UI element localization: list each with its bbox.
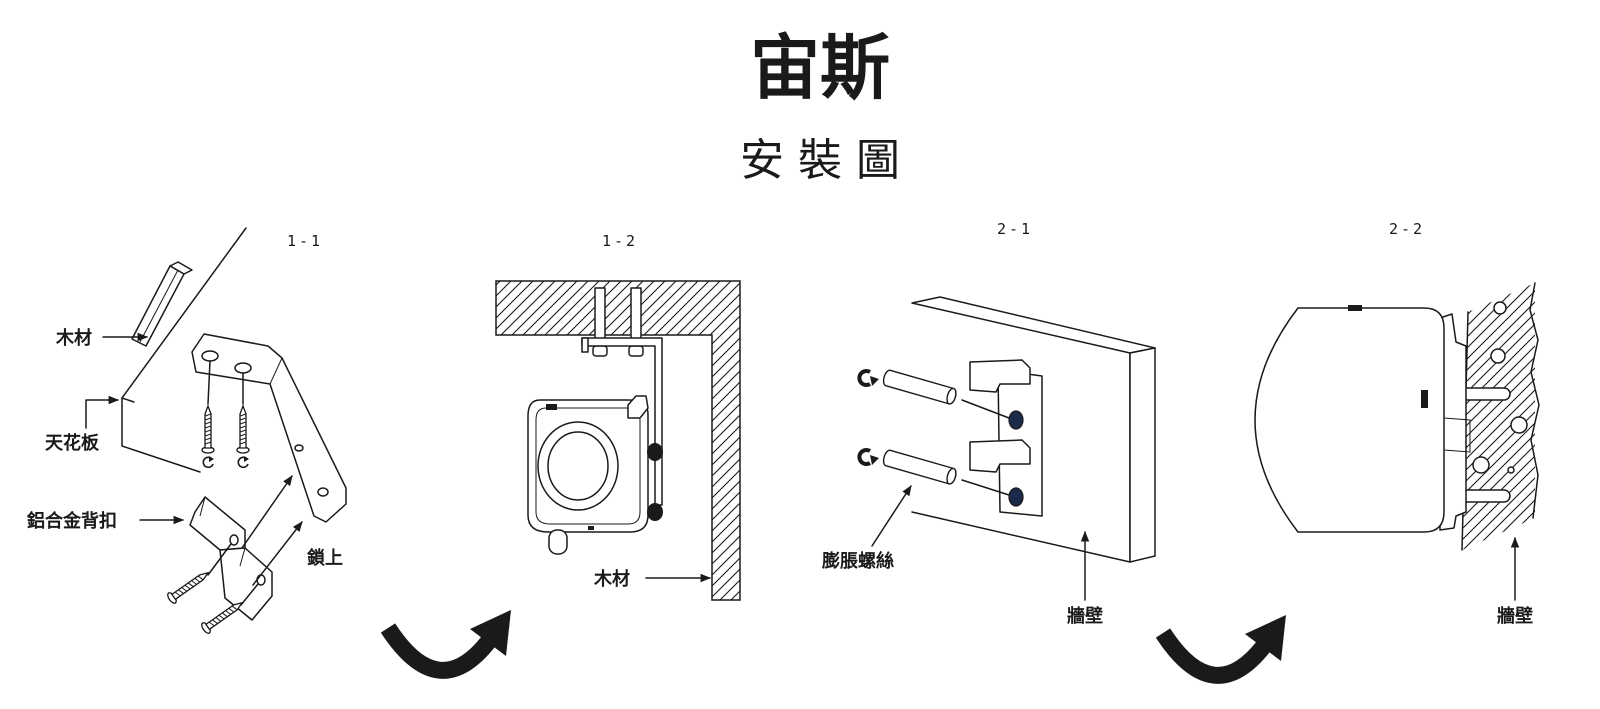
anchor-hole [1008, 487, 1024, 507]
mount-knob [647, 503, 663, 521]
aluminum-back-clip [189, 496, 273, 621]
ceiling-slab-edge [121, 397, 135, 403]
ceiling-pointer-arrow [85, 395, 120, 429]
wood-block-face [131, 265, 185, 347]
wood-label: 木材 [593, 568, 630, 590]
page-title: 宙斯 [750, 27, 890, 109]
bracket-hole [294, 444, 304, 452]
cassette-mark [588, 526, 594, 530]
wall-label: 牆壁 [1497, 605, 1533, 627]
lock-label: 鎖上 [307, 547, 343, 569]
screw-icon [165, 567, 213, 606]
wall-section [1461, 282, 1540, 551]
bracket-plate [191, 333, 347, 523]
lock-arrow [241, 475, 293, 549]
guide-line [207, 360, 211, 405]
aluminum-clip-label: 鋁合金背扣 [27, 510, 117, 532]
wall-aggregate [1490, 348, 1506, 364]
guide-line [961, 399, 1010, 419]
arrow-shaft [1155, 628, 1270, 684]
panel-1-2: 1-2 木材 [495, 232, 741, 601]
arrow-head [1245, 615, 1286, 661]
guide-line [240, 583, 259, 606]
bracket-hook [1443, 417, 1471, 453]
anchor-pointer-arrow [871, 485, 912, 547]
cassette-body [1254, 307, 1445, 533]
page-subtitle: 安裝圖 [740, 135, 914, 186]
ceiling-label: 天花板 [45, 432, 100, 454]
wood-label: 木材 [55, 327, 92, 349]
screw-icon [236, 405, 250, 454]
panel-2-1: 2-1 膨脹螺絲 牆壁 [821, 220, 1156, 627]
bracket-fold-line [269, 357, 283, 385]
transition-arrow-icon [380, 610, 511, 679]
step-label-2-2: 2-2 [1389, 220, 1425, 238]
ceiling-wall-corner [495, 280, 741, 601]
bracket-hook-upper [969, 359, 1031, 393]
screw-icon [199, 597, 247, 636]
mounting-bracket [191, 333, 347, 523]
clip-edges [199, 496, 246, 567]
wood-block [131, 261, 193, 347]
blind-cassette [527, 395, 649, 555]
mount-knob [647, 443, 663, 461]
bottom-weight [548, 529, 568, 555]
blind-cassette [1254, 305, 1445, 533]
cassette-mark [1348, 305, 1362, 311]
step-label-2-1: 2-1 [997, 220, 1033, 238]
ceiling-slab [121, 227, 247, 473]
wall-break-line [1529, 282, 1540, 519]
wall-aggregate [1510, 416, 1528, 434]
wall-label: 牆壁 [1067, 605, 1103, 627]
ceiling-screw-head [592, 345, 608, 357]
wall-aggregate [1472, 456, 1490, 474]
panel-2-2: 2-2 牆壁 [1254, 220, 1540, 627]
wall-side-face [1129, 347, 1156, 563]
wall-bracket [1439, 313, 1467, 531]
wall-hatch [1462, 283, 1535, 550]
rotate-icon [857, 369, 881, 388]
cassette-mark [546, 404, 557, 410]
ceiling-screw-head [628, 345, 644, 357]
step-label-1-2: 1-2 [602, 232, 638, 250]
step-label-1-1: 1-1 [287, 232, 323, 250]
wall-aggregate [1507, 466, 1515, 474]
bracket-lip [581, 337, 589, 353]
expansion-anchor-label: 膨脹螺絲 [821, 550, 894, 572]
bracket-hook-lower [969, 439, 1031, 473]
bracket-hole [234, 362, 252, 374]
clip-hole [229, 534, 239, 546]
lock-arrow [252, 521, 303, 586]
guide-line [207, 543, 232, 576]
rotate-icon [202, 455, 215, 469]
cassette-clip [627, 395, 649, 419]
wall-aggregate [1493, 301, 1507, 315]
wall-bracket [969, 359, 1043, 517]
panel-1-1: 1-1 [27, 227, 347, 636]
arrow-shaft [380, 623, 495, 679]
roller-core [547, 431, 609, 501]
anchor-hole [1008, 410, 1024, 430]
cassette-mark [1421, 390, 1428, 408]
arrow-head [470, 610, 511, 656]
bracket-hole [317, 487, 329, 497]
transition-arrow-icon [1155, 615, 1286, 684]
rotate-icon [857, 448, 881, 467]
guide-line [961, 479, 1010, 496]
rotate-icon [237, 455, 250, 469]
wood-block-edge [139, 269, 179, 343]
screw-icon [201, 405, 215, 454]
bracket-hole [201, 350, 219, 362]
